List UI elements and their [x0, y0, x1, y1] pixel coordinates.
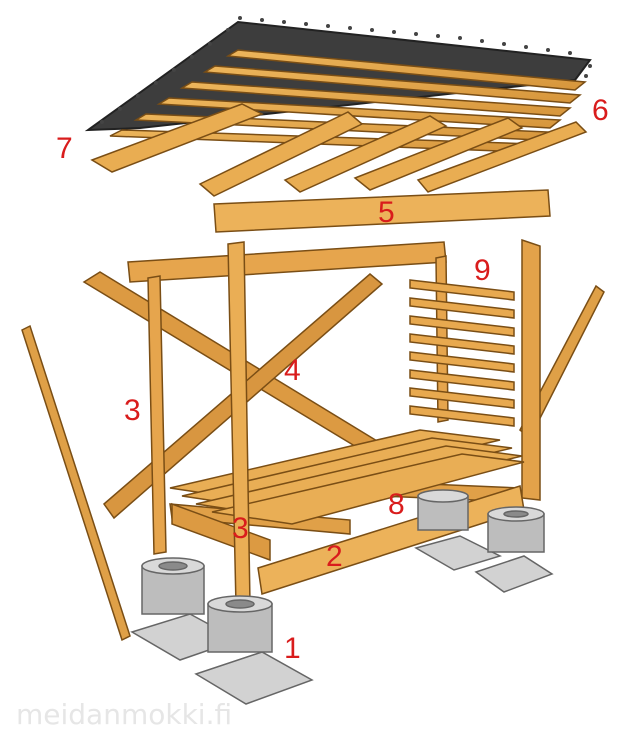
front-post-right — [521, 238, 541, 501]
foundation — [130, 489, 554, 705]
foundation-slab — [414, 535, 503, 571]
foundation-slab — [474, 555, 554, 593]
back-post — [147, 275, 167, 555]
label-front-bottom-beam: 2 — [326, 540, 343, 573]
floor-deck — [169, 429, 525, 525]
roof-rafters — [90, 103, 588, 197]
label-roofing: 7 — [56, 132, 73, 165]
concrete-block — [417, 489, 469, 531]
label-floor-joists: 8 — [388, 488, 405, 521]
label-diagonal-brace: 4 — [284, 354, 301, 387]
concrete-block — [487, 506, 545, 553]
front-beam — [213, 189, 551, 233]
foundation-slab — [194, 651, 314, 705]
roofing-nails — [100, 16, 592, 124]
label-foundation: 1 — [284, 632, 301, 665]
watermark: meidanmokki.fi — [16, 698, 232, 731]
back-top-beam — [127, 241, 447, 283]
label-front-beam: 5 — [378, 196, 395, 229]
label-roof-boards: 6 — [592, 94, 609, 127]
side-slats — [409, 279, 515, 427]
label-post: 3 — [124, 394, 141, 427]
roof-assembly — [84, 16, 592, 197]
concrete-block — [141, 557, 205, 615]
side-brace-left — [21, 324, 131, 642]
label-sill-beam: 3 — [232, 512, 249, 545]
label-side-slats: 9 — [474, 254, 491, 287]
concrete-block — [207, 595, 273, 653]
front-post-left — [227, 241, 251, 607]
part-labels: 1 2 3 3 4 5 6 7 8 9 — [56, 94, 609, 665]
